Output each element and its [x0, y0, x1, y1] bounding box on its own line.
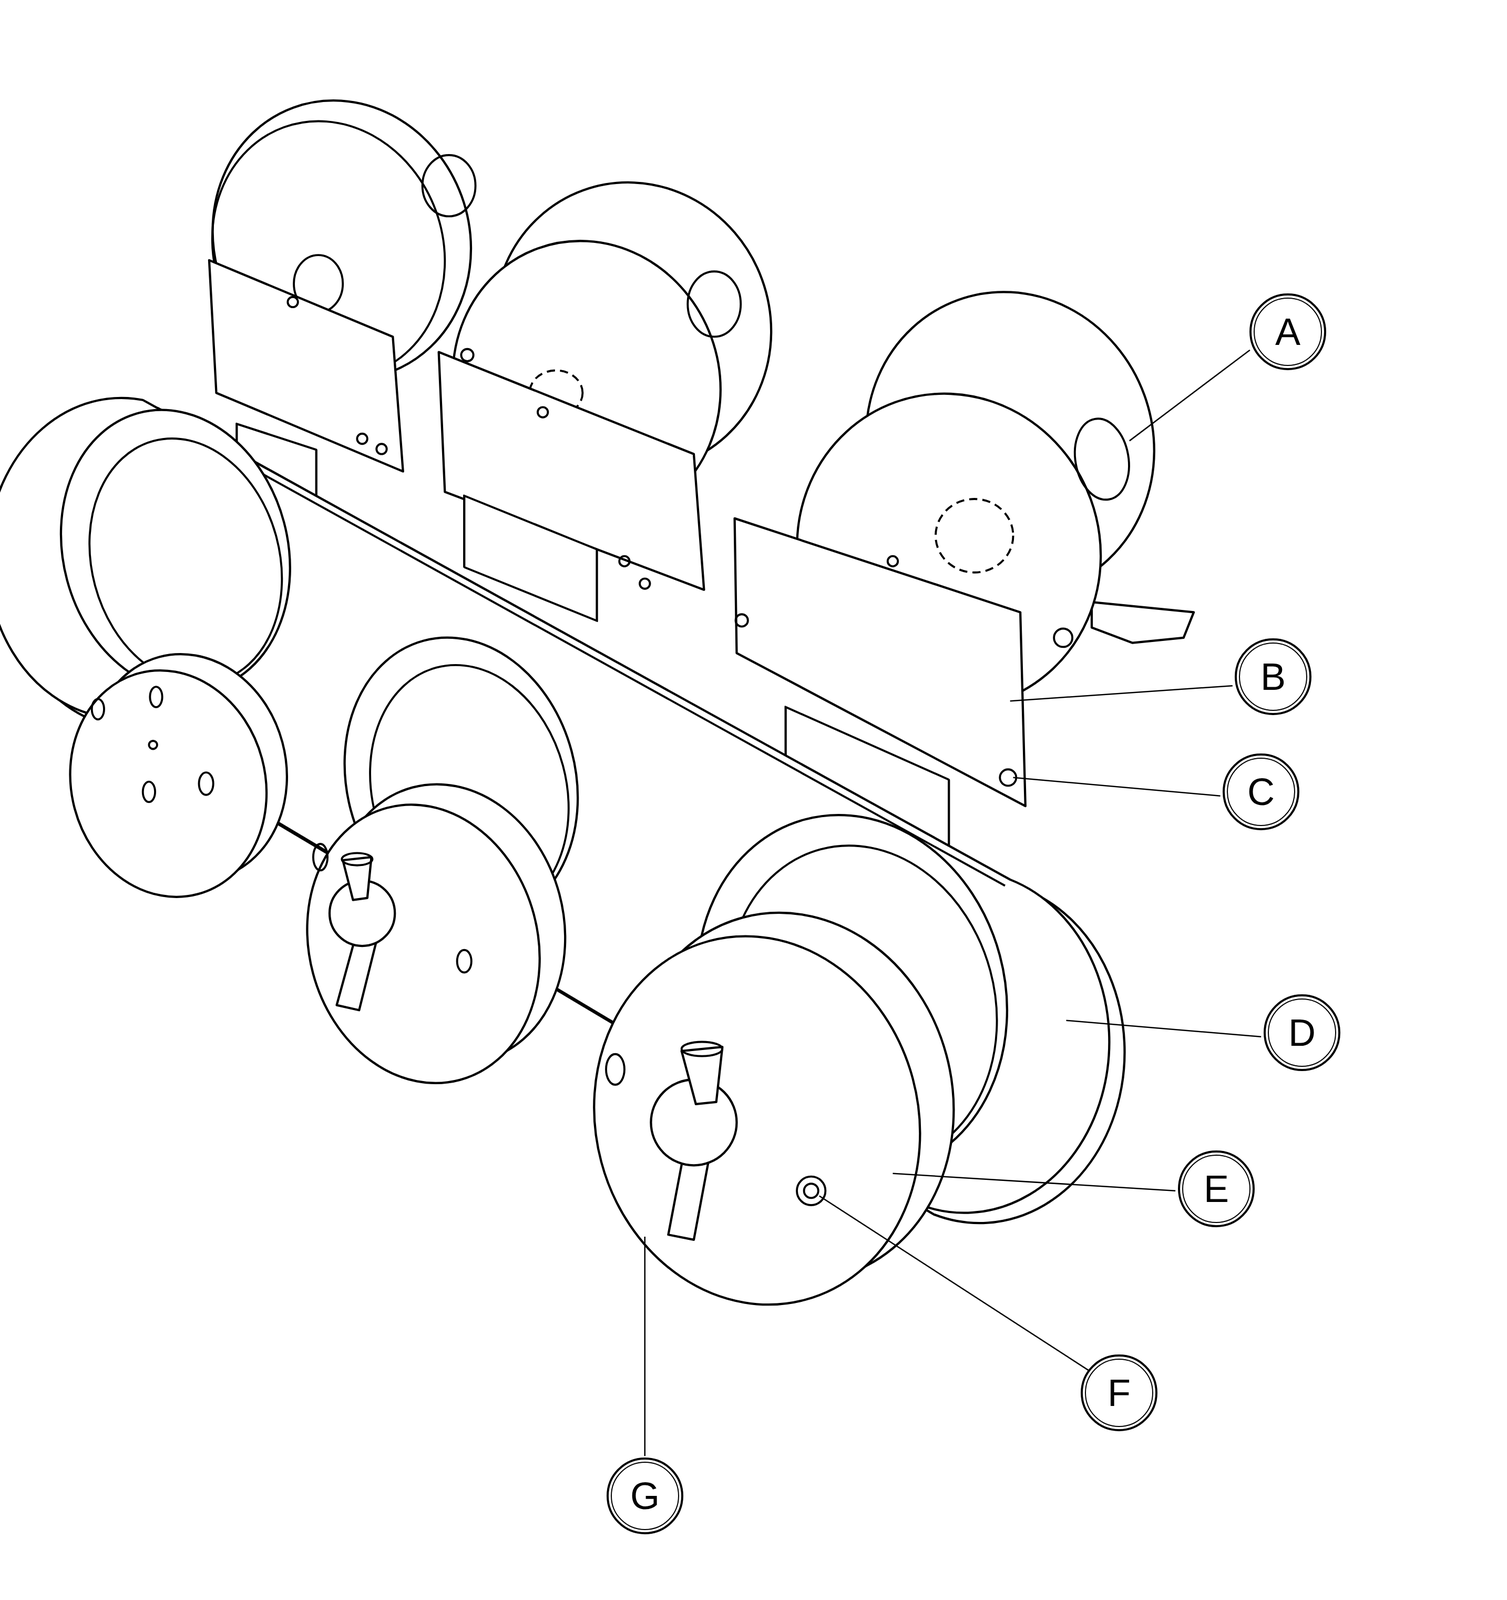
screw-hole [376, 443, 387, 454]
callout-ring [1081, 1355, 1157, 1430]
screw-hole [460, 349, 474, 362]
callout-letter: G [630, 1476, 660, 1515]
gauge-hole [91, 698, 105, 720]
knob-top [681, 1041, 723, 1056]
callout-ring [1264, 995, 1340, 1070]
gauge [276, 757, 596, 1110]
callout-ring [1235, 639, 1311, 714]
callout-ring [1250, 294, 1326, 369]
screw-hole [356, 433, 367, 444]
housing-hole [935, 498, 1014, 573]
callout-circle: A [1248, 292, 1328, 372]
callout-ring [1179, 1151, 1254, 1226]
gauge-hole [199, 772, 214, 795]
leader-line [1013, 777, 1221, 796]
callout-letter: A [1275, 312, 1301, 351]
callout-letter: E [1203, 1169, 1229, 1208]
screw-hole [735, 613, 748, 627]
callout-ring [611, 1461, 679, 1530]
screw-hole [887, 556, 898, 567]
screw-hole [639, 578, 650, 589]
housing-hole [422, 155, 476, 217]
callout-letter: B [1260, 657, 1286, 696]
callout-ring [1268, 998, 1336, 1066]
bezel [0, 383, 1125, 1223]
callout-ring [1227, 757, 1295, 826]
callout-circle: D [1262, 992, 1342, 1072]
gauge-screw [804, 1183, 819, 1198]
leader-line [1129, 350, 1250, 442]
callout-ring [1254, 298, 1322, 366]
callout-letter: D [1288, 1013, 1316, 1052]
gauge [45, 631, 313, 919]
gauge-hole [149, 686, 162, 707]
callout-circle: C [1221, 752, 1301, 832]
housing-hole [687, 271, 741, 337]
leader-line [644, 1236, 647, 1456]
gauge-hole [313, 843, 328, 870]
gauge [553, 875, 995, 1342]
callout-circle: B [1233, 637, 1313, 716]
housing-tab [1091, 601, 1194, 643]
leader-line [892, 1173, 1176, 1191]
leader-line [1010, 685, 1233, 701]
gauge-face [553, 898, 961, 1341]
gauge-hole [457, 949, 472, 973]
callout-ring [1182, 1154, 1250, 1223]
screw-hole [287, 296, 298, 307]
callout-ring [607, 1458, 683, 1533]
callout-circle: E [1176, 1149, 1256, 1228]
knob-top [341, 852, 373, 865]
callout-ring [1085, 1358, 1153, 1427]
gauge-hole [142, 781, 156, 803]
leader-line [819, 1195, 1089, 1370]
gauge-hole [606, 1053, 625, 1085]
housing-hole [1068, 414, 1135, 504]
gauge-screw [796, 1176, 826, 1205]
callout-circle: G [605, 1456, 685, 1535]
leader-lines [644, 350, 1262, 1457]
screw-hole [1053, 628, 1073, 647]
gauge-face [45, 648, 292, 919]
screw-hole [619, 556, 630, 567]
callout-circle: F [1079, 1352, 1159, 1432]
callout-ring [1223, 754, 1299, 829]
callout-letter: C [1247, 772, 1275, 811]
leader-line [1065, 1020, 1262, 1037]
gauge-face [276, 777, 571, 1110]
callout-letter: F [1107, 1373, 1131, 1412]
callout-ring [1239, 642, 1307, 711]
screw-hole [537, 406, 548, 417]
gauge-pivot [148, 740, 158, 750]
